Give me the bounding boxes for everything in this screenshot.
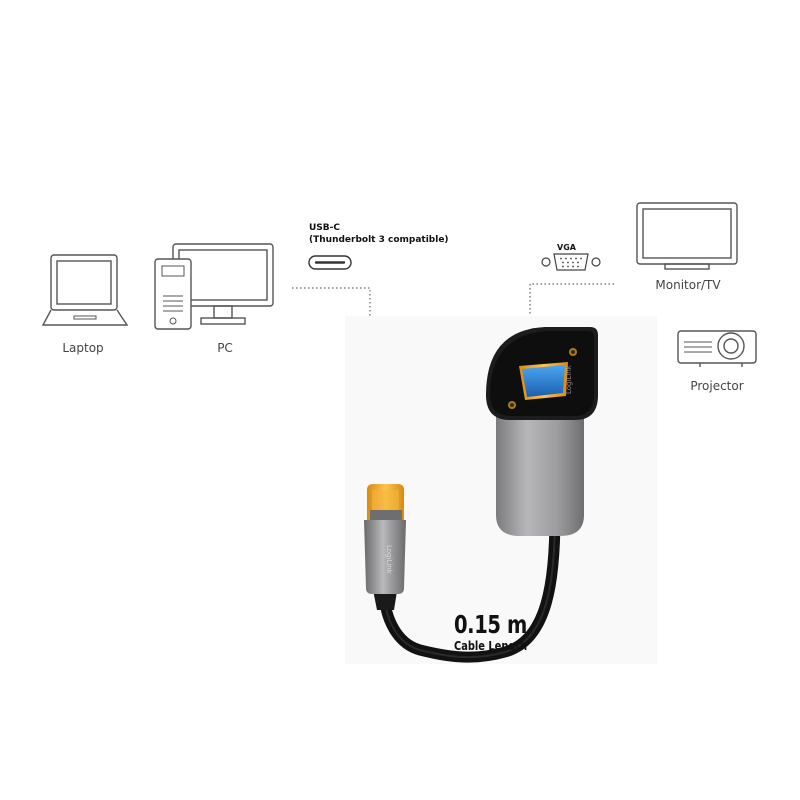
laptop-icon: [41, 254, 129, 326]
vga-port-icon: [541, 253, 601, 271]
usb-c-title: USB-C: [309, 223, 340, 233]
monitor-icon: [636, 202, 738, 270]
brand-mark-housing: LogiLink: [565, 365, 573, 394]
brand-mark-plug: LogiLink: [385, 545, 393, 574]
cable-length-value: 0.15 m: [454, 610, 527, 639]
vga-adapter-housing: [486, 327, 598, 536]
cable-length-caption: Cable Length: [454, 639, 528, 653]
pc-label: PC: [217, 341, 233, 355]
usb-c-port-icon: [308, 255, 352, 270]
usb-c-plug: [364, 484, 406, 594]
desktop-pc-icon: [154, 243, 274, 330]
cable-length-callout: 0.15 m Cable Length: [454, 610, 547, 653]
monitor-label: Monitor/TV: [655, 278, 721, 292]
laptop-label: Laptop: [62, 341, 104, 355]
usb-c-subtitle: (Thunderbolt 3 compatible): [309, 235, 449, 245]
projector-icon: [677, 330, 757, 367]
vga-title: VGA: [557, 243, 576, 252]
projector-label: Projector: [690, 379, 744, 393]
